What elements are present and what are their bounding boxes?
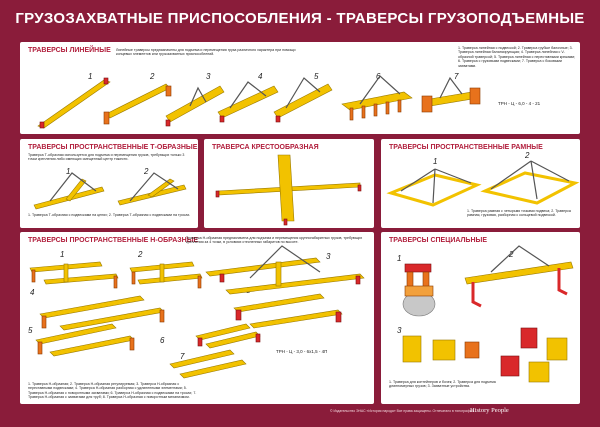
t-traverse-2	[117, 172, 187, 206]
heading-frame: ТРАВЕРСЫ ПРОСТРАНСТВЕННЫЕ РАМНЫЕ	[389, 144, 543, 151]
t-shaped-number-1: 1	[66, 167, 71, 176]
h-traverse-4	[39, 295, 165, 331]
linear-traverse-7	[421, 76, 481, 113]
panel-linear-traverses: ТРАВЕРСЫ ЛИНЕЙНЫЕ Линейные траверсы пред…	[20, 42, 580, 134]
linear-number-7: 7	[454, 72, 459, 81]
h-shaped-legend: 1. Траверса Н-образная; 2. Траверса Н-об…	[28, 382, 197, 400]
panel-h-shaped-traverses: ТРАВЕРСЫ ПРОСТРАНСТВЕННЫЕ Н-ОБРАЗНЫЕ Тра…	[20, 232, 374, 404]
h-shaped-number-5: 5	[28, 326, 33, 335]
h-traverse-3	[205, 245, 365, 295]
linear-legend: 1. Траверса линейная с подвеской; 2. Тра…	[458, 46, 576, 68]
linear-traverse-2	[103, 83, 172, 125]
h-shaped-number-4: 4	[30, 288, 35, 297]
frame-traverse-1	[386, 168, 482, 207]
footer-brand-logo: History People	[470, 407, 509, 414]
linear-intro: Линейные траверсы предназначены для подъ…	[116, 48, 296, 57]
t-shaped-intro: Траверса Т-образная используется для под…	[28, 153, 185, 162]
panel-special-traverses: ТРАВЕРСЫ СПЕЦИАЛЬНЫЕ 1. Траверса для кон…	[381, 232, 580, 404]
h-shaped-intro: Траверса Н-образная предназначена для по…	[186, 236, 363, 245]
h-traverse-1	[29, 261, 119, 289]
h-shaped-number-7: 7	[180, 352, 185, 361]
panel-t-shaped-traverses: ТРАВЕРСЫ ПРОСТРАНСТВЕННЫЕ Т-ОБРАЗНЫЕ Тра…	[20, 139, 198, 228]
special-traverse-2	[464, 245, 574, 308]
special-number-2: 2	[509, 250, 514, 259]
special-number-3: 3	[397, 326, 402, 335]
frame-traverse-2	[480, 160, 580, 205]
frame-illustration	[386, 160, 580, 207]
special-illustration	[402, 245, 574, 383]
heading-special: ТРАВЕРСЫ СПЕЦИАЛЬНЫЕ	[389, 237, 488, 244]
footer-publisher: © Издательство ЭНАС «История народа» Все…	[330, 409, 475, 413]
linear-number-3: 3	[206, 72, 211, 81]
h-traverse-6	[195, 323, 261, 349]
linear-traverse-3	[165, 85, 225, 127]
linear-number-6: 6	[376, 72, 381, 81]
special-gripping-devices	[402, 327, 568, 383]
linear-traverses-illustration	[37, 75, 481, 129]
t-traverse-1	[33, 172, 105, 210]
special-traverse-1	[402, 263, 436, 317]
cross-traverse	[215, 154, 362, 226]
t-shaped-illustration	[33, 172, 187, 210]
linear-traverse-5	[273, 77, 333, 123]
h-shaped-number-2: 2	[138, 250, 143, 259]
special-legend: 1. Траверса для контейнеров и бочек; 2. …	[389, 380, 496, 389]
h-shaped-number-6: 6	[160, 336, 165, 345]
linear-code: ТРН - Ц - 6,0 - 4 - 21	[498, 101, 541, 106]
panel-frame-traverses: ТРАВЕРСЫ ПРОСТРАНСТВЕННЫЕ РАМНЫЕ 1. Трав…	[381, 139, 580, 228]
cross-illustration	[215, 154, 362, 226]
frame-number-2: 2	[525, 151, 530, 160]
h-traverse-8	[233, 293, 343, 329]
heading-linear: ТРАВЕРСЫ ЛИНЕЙНЫЕ	[28, 47, 111, 54]
t-shaped-legend: 1. Траверса Т-образная с подвесками на ц…	[28, 213, 191, 217]
h-shaped-code: ТРН - Ц - 3,0 - 6х1,5 - 4П	[276, 349, 328, 354]
heading-t-shaped: ТРАВЕРСЫ ПРОСТРАНСТВЕННЫЕ Т-ОБРАЗНЫЕ	[28, 144, 198, 151]
frame-number-1: 1	[433, 157, 438, 166]
linear-traverse-1	[37, 77, 111, 129]
h-traverse-7	[169, 349, 247, 379]
linear-traverse-4	[217, 81, 279, 123]
h-traverse-5	[35, 323, 135, 357]
special-number-1: 1	[397, 254, 402, 263]
panel-cross-traverse: ТРАВЕРСА КРЕСТООБРАЗНАЯ	[204, 139, 374, 228]
linear-number-4: 4	[258, 72, 263, 81]
linear-number-2: 2	[150, 72, 155, 81]
heading-h-shaped: ТРАВЕРСЫ ПРОСТРАНСТВЕННЫЕ Н-ОБРАЗНЫЕ	[28, 237, 199, 244]
heading-cross: ТРАВЕРСА КРЕСТООБРАЗНАЯ	[212, 144, 319, 151]
h-traverse-2	[129, 261, 203, 289]
h-shaped-number-1: 1	[60, 250, 65, 259]
h-shaped-number-3: 3	[326, 252, 331, 261]
poster-title: ГРУЗОЗАХВАТНЫЕ ПРИСПОСОБЛЕНИЯ - ТРАВЕРСЫ…	[15, 10, 585, 27]
linear-number-1: 1	[88, 72, 93, 81]
t-shaped-number-2: 2	[144, 167, 149, 176]
frame-legend: 1. Траверса рамная с четырьмя точками по…	[467, 209, 571, 218]
linear-number-5: 5	[314, 72, 319, 81]
linear-traverse-6	[341, 75, 413, 121]
h-shaped-illustration	[29, 245, 365, 379]
